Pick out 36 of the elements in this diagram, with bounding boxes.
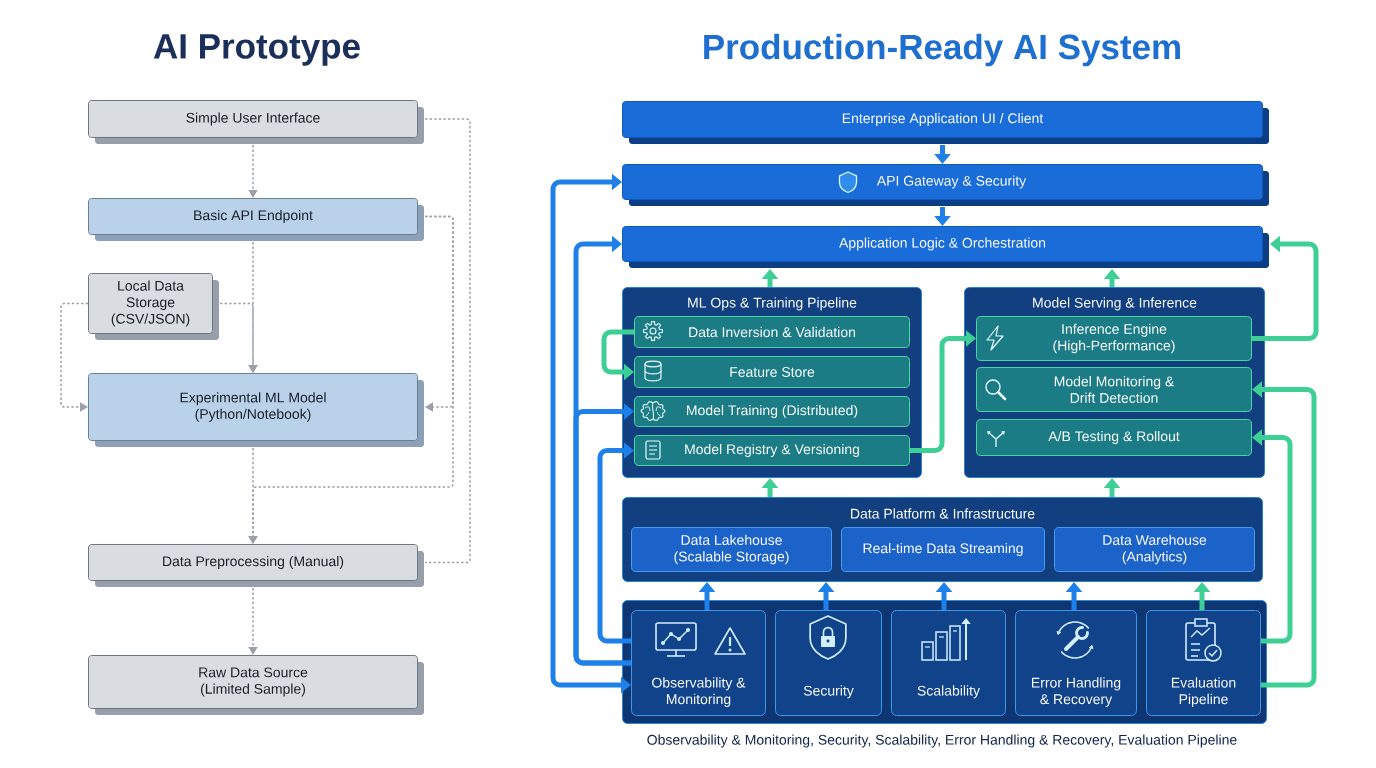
arrow xyxy=(219,302,258,373)
component-box: Data Inversion & Validation xyxy=(634,316,910,348)
layer-bar: Enterprise Application UI / Client xyxy=(622,101,1269,144)
layer-bar: Application Logic & Orchestration xyxy=(622,226,1269,268)
capability-card: Scalability xyxy=(891,610,1006,716)
arrow xyxy=(248,144,258,198)
arrow xyxy=(597,442,634,644)
component-box: Feature Store xyxy=(634,356,910,388)
capability-card: Error Handling & Recovery xyxy=(1015,610,1137,716)
process-box: Raw Data Source (Limited Sample) xyxy=(88,655,424,715)
component-box: Data Warehouse (Analytics) xyxy=(1054,527,1255,572)
process-box: Simple User Interface xyxy=(88,100,424,144)
process-box: Data Preprocessing (Manual) xyxy=(88,544,424,587)
component-box: Real-time Data Streaming xyxy=(841,527,1045,572)
component-box: Inference Engine (High-Performance) xyxy=(976,316,1252,361)
capability-card: Security xyxy=(775,610,882,716)
layer-bar: API Gateway & Security xyxy=(622,164,1269,206)
caption: Observability & Monitoring, Security, Scalability, Error Handling & Recovery, Evaluation Pipeline xyxy=(647,734,1237,748)
connector-line xyxy=(424,118,471,564)
arrow xyxy=(573,403,634,666)
arrow xyxy=(60,302,89,412)
arrow xyxy=(248,587,258,655)
component-box: Data Lakehouse (Scalable Storage) xyxy=(631,527,832,572)
arrow xyxy=(248,447,258,544)
process-box: Basic API Endpoint xyxy=(88,198,424,241)
capability-card: Evaluation Pipeline xyxy=(1146,610,1261,716)
component-box: Model Monitoring & Drift Detection xyxy=(976,367,1252,412)
heading: AI Prototype xyxy=(153,34,360,66)
component-box: Model Training (Distributed) xyxy=(634,396,910,427)
heading: Production-Ready AI System xyxy=(704,33,1180,67)
capability-card: Observability & Monitoring xyxy=(631,610,766,716)
component-box: Model Registry & Versioning xyxy=(634,435,910,466)
arrow xyxy=(910,330,976,453)
process-box: Local Data Storage (CSV/JSON) xyxy=(88,273,219,340)
component-box: A/B Testing & Rollout xyxy=(976,419,1252,456)
process-box: Experimental ML Model (Python/Notebook) xyxy=(88,373,424,447)
